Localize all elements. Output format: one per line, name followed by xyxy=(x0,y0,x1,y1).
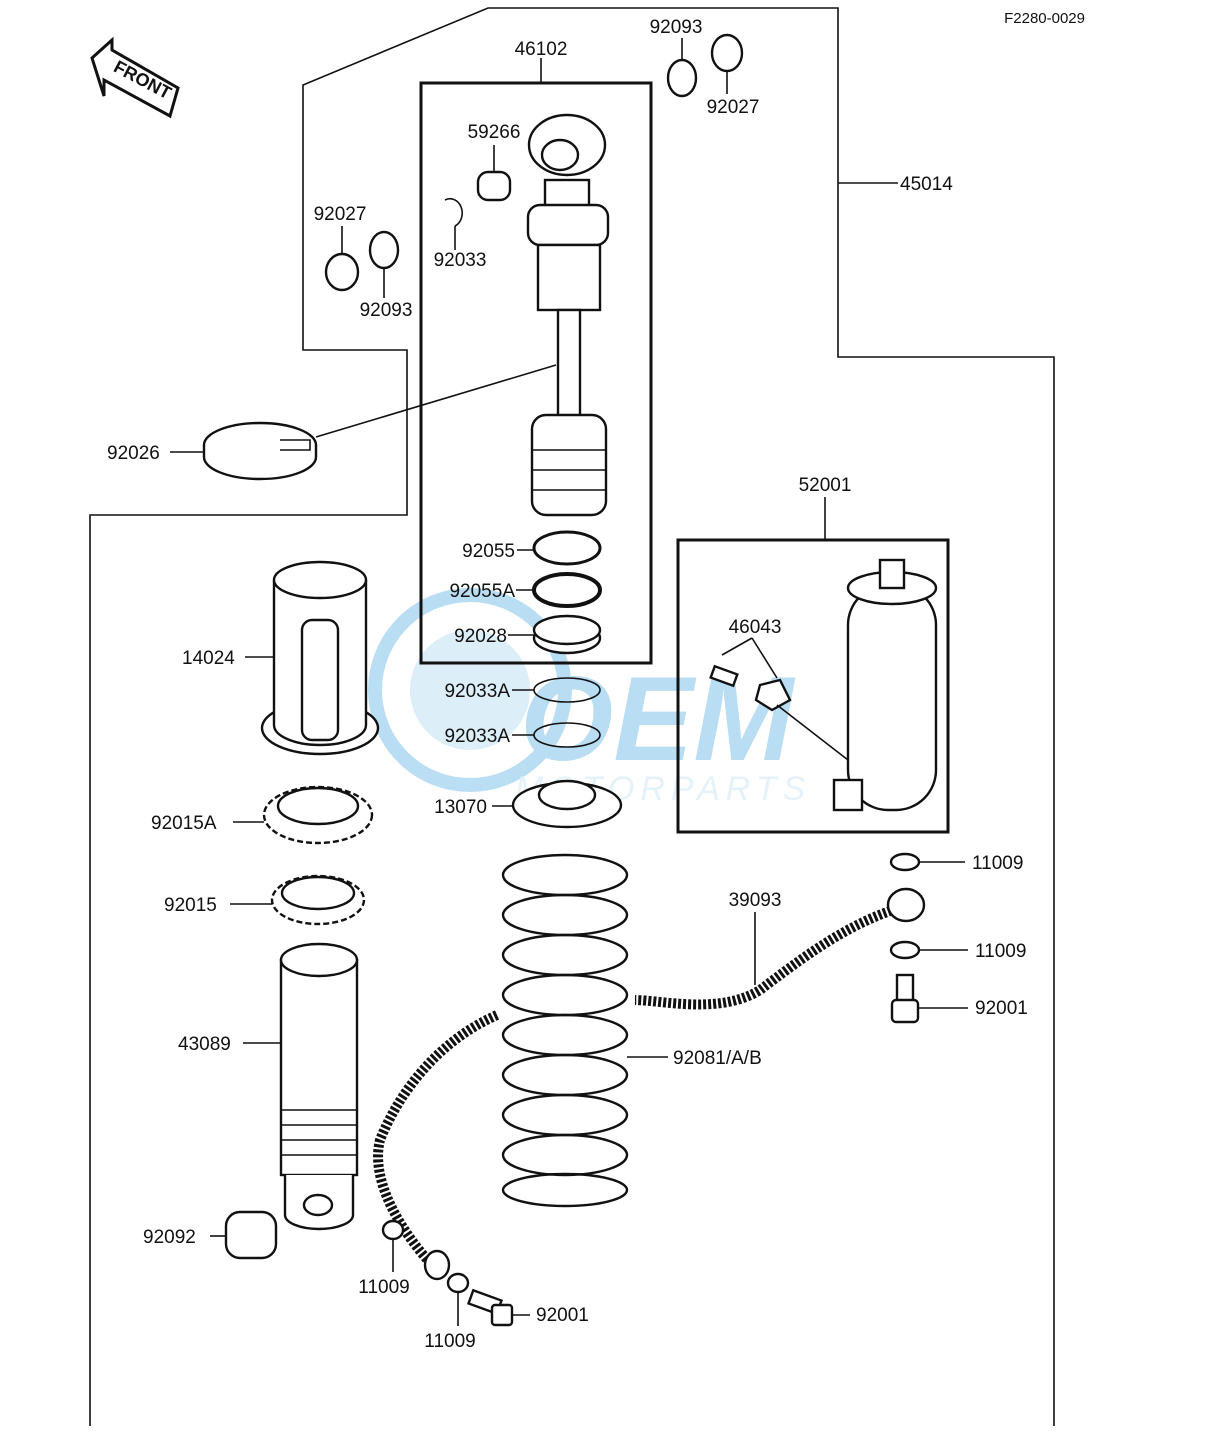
label-92033A-1: 92033A xyxy=(444,681,510,702)
label-11009-b2: 11009 xyxy=(424,1331,475,1352)
washer-11009-r2 xyxy=(889,940,921,960)
label-43089: 43089 xyxy=(178,1034,231,1055)
label-92001-r: 92001 xyxy=(975,998,1028,1019)
label-14024: 14024 xyxy=(182,648,235,669)
label-11009-r1: 11009 xyxy=(972,853,1023,874)
o-ring-92055A xyxy=(532,572,602,608)
label-92093-left: 92093 xyxy=(360,300,413,321)
circlip-92033 xyxy=(444,197,463,227)
label-59266: 59266 xyxy=(468,122,521,143)
label-39093: 39093 xyxy=(729,890,782,911)
hose-39093 xyxy=(634,900,912,1010)
label-92055: 92055 xyxy=(462,541,515,562)
watermark-brand: OEM xyxy=(520,652,796,786)
front-arrow-icon: FRONT xyxy=(90,36,180,119)
label-92033: 92033 xyxy=(434,250,487,271)
label-92027-top: 92027 xyxy=(707,97,760,118)
label-92028: 92028 xyxy=(454,626,507,647)
adjuster-knob xyxy=(754,678,792,712)
watermark: OEM MOTORPARTS xyxy=(368,588,805,808)
leader-lines xyxy=(170,38,968,1326)
watermark-globe-icon xyxy=(368,588,572,792)
banjo-fitting xyxy=(886,887,926,923)
label-92015: 92015 xyxy=(164,895,217,916)
label-92093-top: 92093 xyxy=(650,17,703,38)
bolt-92001-b xyxy=(466,1288,514,1327)
spring-seat-13070 xyxy=(511,779,623,829)
stopper-plate-92026 xyxy=(202,421,318,481)
label-92092: 92092 xyxy=(143,1227,196,1248)
label-92027-left: 92027 xyxy=(314,204,367,225)
bushing-92027-left xyxy=(324,252,360,292)
label-45014: 45014 xyxy=(900,174,953,195)
ring-92028 xyxy=(532,614,602,655)
bolt-92001-r xyxy=(890,973,920,1024)
seal-92093-left xyxy=(368,230,400,270)
bushing-92092 xyxy=(224,1210,278,1260)
label-92055A: 92055A xyxy=(449,581,515,602)
label-92026: 92026 xyxy=(107,443,160,464)
reservoir-box xyxy=(676,538,950,834)
fitting-lower xyxy=(423,1249,451,1281)
washer-11009-b1 xyxy=(381,1219,405,1241)
label-46043: 46043 xyxy=(729,617,782,638)
label-11009-b1: 11009 xyxy=(358,1277,409,1298)
label-92033A-2: 92033A xyxy=(444,726,510,747)
coil-spring-92081 xyxy=(501,853,629,1208)
sleeve-14024 xyxy=(260,560,380,756)
assembly-45014-outline xyxy=(89,7,1055,1426)
label-92001-b: 92001 xyxy=(536,1305,589,1326)
label-52001: 52001 xyxy=(799,475,852,496)
reservoir-52001 xyxy=(709,558,938,812)
o-ring-92055 xyxy=(532,530,602,566)
washer-11009-r1 xyxy=(889,852,921,872)
hose-39093-lower xyxy=(373,1010,500,1269)
bushing-59266 xyxy=(476,170,512,202)
seal-92093-top xyxy=(666,58,698,98)
lock-nut-92015A xyxy=(262,785,374,845)
label-92015A: 92015A xyxy=(151,813,217,834)
part-labels: 46102 92093 92027 45014 59266 92027 9209… xyxy=(107,17,1028,1352)
label-46102: 46102 xyxy=(515,39,568,60)
label-92081: 92081/A/B xyxy=(673,1048,762,1069)
figure-id: F2280-0029 xyxy=(1004,10,1085,27)
adjuster-screw xyxy=(709,664,739,688)
bushing-92027-top xyxy=(710,33,744,73)
washer-11009-b2 xyxy=(446,1272,470,1294)
lock-nut-92015 xyxy=(270,874,366,926)
shock-absorber-box xyxy=(419,81,653,665)
shock-absorber xyxy=(526,113,610,517)
label-13070: 13070 xyxy=(434,797,487,818)
shock-body-43089 xyxy=(279,942,359,1231)
label-11009-r2: 11009 xyxy=(975,941,1026,962)
